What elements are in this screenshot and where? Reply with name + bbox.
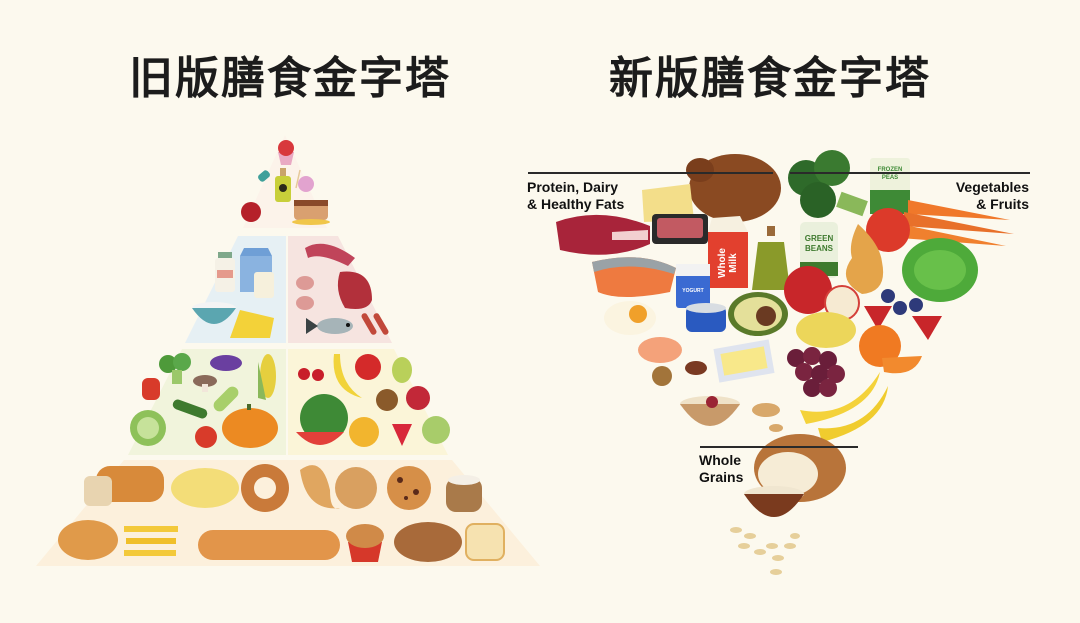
- oatmeal-bowl-icon: [680, 396, 740, 426]
- strawberry-icon: [392, 424, 412, 446]
- green-beans-text: GREEN BEANS: [804, 234, 834, 253]
- squash-icon: [845, 224, 884, 294]
- potato-icon: [796, 312, 856, 348]
- cake-icon: [292, 200, 330, 225]
- cookie-icon: [387, 466, 431, 510]
- shrimp-icon: [638, 337, 682, 363]
- old-pyramid-title: 旧版膳食金字塔: [129, 53, 451, 104]
- cherries-icon: [298, 368, 324, 381]
- fish-icon: [306, 318, 353, 334]
- milk-carton-text: Whole Milk: [717, 248, 739, 278]
- toast-icon: [465, 523, 505, 561]
- candied-apple-icon: [241, 202, 261, 222]
- protein-divider: [528, 172, 773, 174]
- yogurt-text: YOGURT: [682, 288, 704, 294]
- grain-bowl-icon: [744, 486, 804, 517]
- broccoli-icon: [788, 150, 868, 218]
- croissant-icon: [300, 465, 340, 509]
- carrots-icon: [900, 200, 1014, 246]
- lettuce-icon: [902, 238, 978, 302]
- vegetables-divider: [790, 172, 1030, 174]
- bagel-icon: [241, 464, 289, 512]
- cheese-icon: [230, 310, 274, 338]
- mushroom-icon: [193, 375, 217, 392]
- olive-oil-bottle-icon: [275, 168, 291, 202]
- zucchini-icon: [213, 386, 239, 412]
- orange-icon: [859, 325, 922, 374]
- salmon-icon: [592, 257, 676, 297]
- chicken-legs-icon: [296, 276, 314, 310]
- pumpkin-icon: [222, 404, 278, 448]
- pomegranate-icon: [406, 386, 430, 410]
- tuna-can-icon: [686, 303, 726, 332]
- egg-icon: [604, 301, 656, 335]
- flour-sack-icon: [446, 475, 482, 512]
- orange-icon: [349, 417, 379, 447]
- yogurt-jar-icon: [254, 272, 274, 298]
- grains-divider: [700, 446, 858, 448]
- banana-icon: [333, 354, 362, 398]
- bowl-icon: [192, 302, 236, 324]
- new-pyramid-title: 新版膳食金字塔: [609, 53, 931, 104]
- kiwi-icon: [376, 389, 398, 411]
- fries-icon: [124, 526, 178, 556]
- new-pyramid: [556, 150, 1014, 575]
- tomato-icon: [195, 426, 217, 448]
- apple-icon: [355, 354, 381, 380]
- eggplant-icon: [210, 355, 242, 371]
- lollipop-icon: [295, 169, 314, 192]
- peanuts-icon: [752, 403, 783, 432]
- bread-icon: [754, 434, 846, 502]
- bundt-cake-icon: [394, 522, 462, 562]
- old-pyramid: [36, 135, 540, 566]
- grapes-icon: [422, 416, 450, 444]
- oats-icon: [730, 527, 800, 575]
- roast-chicken-icon: [686, 154, 781, 222]
- butter-icon: [713, 339, 775, 383]
- cracker-icon: [335, 467, 377, 509]
- almonds-icon: [685, 361, 707, 375]
- whole-grains-label: Whole Grains: [699, 452, 744, 485]
- grapes-icon: [787, 347, 845, 397]
- broccoli-icon: [159, 353, 191, 384]
- steak-icon: [337, 271, 372, 309]
- bun-icon: [58, 520, 118, 560]
- cabbage-icon: [130, 410, 166, 446]
- strawberry-icon: [864, 306, 942, 340]
- baguette-icon: [198, 530, 340, 560]
- olive-oil-icon: [752, 226, 790, 290]
- walnut-icon: [652, 366, 672, 386]
- sausages-icon: [361, 313, 389, 335]
- spaghetti-icon: [171, 468, 239, 508]
- tomato-icon: [866, 208, 910, 252]
- corn-icon: [258, 354, 276, 400]
- pepper-icon: [142, 378, 160, 400]
- ribs-icon: [305, 243, 355, 266]
- blueberries-icon: [881, 289, 923, 315]
- avocado-icon: [728, 292, 788, 336]
- cheese-icon: [642, 184, 694, 222]
- yogurt-icon: [676, 264, 710, 308]
- ground-meat-icon: [652, 214, 708, 244]
- watermelon-icon: [296, 394, 348, 445]
- vegetables-fruits-label: Vegetables & Fruits: [955, 179, 1029, 212]
- bananas-icon: [800, 372, 888, 442]
- milk-bottle-icon: [215, 252, 235, 292]
- whole-milk-carton-icon: [708, 216, 748, 288]
- pear-icon: [392, 357, 412, 383]
- candy-icon: [258, 170, 270, 182]
- protein-dairy-fats-label: Protein, Dairy & Healthy Fats: [527, 179, 625, 212]
- bread-loaf-icon: [84, 466, 164, 506]
- cucumber-icon: [172, 399, 208, 419]
- muffin-icon: [346, 524, 384, 562]
- frozen-peas-text: FROZEN PEAS: [877, 167, 903, 181]
- apple-icon: [784, 266, 832, 314]
- cupcake-icon: [278, 140, 294, 165]
- steak-icon: [556, 214, 650, 255]
